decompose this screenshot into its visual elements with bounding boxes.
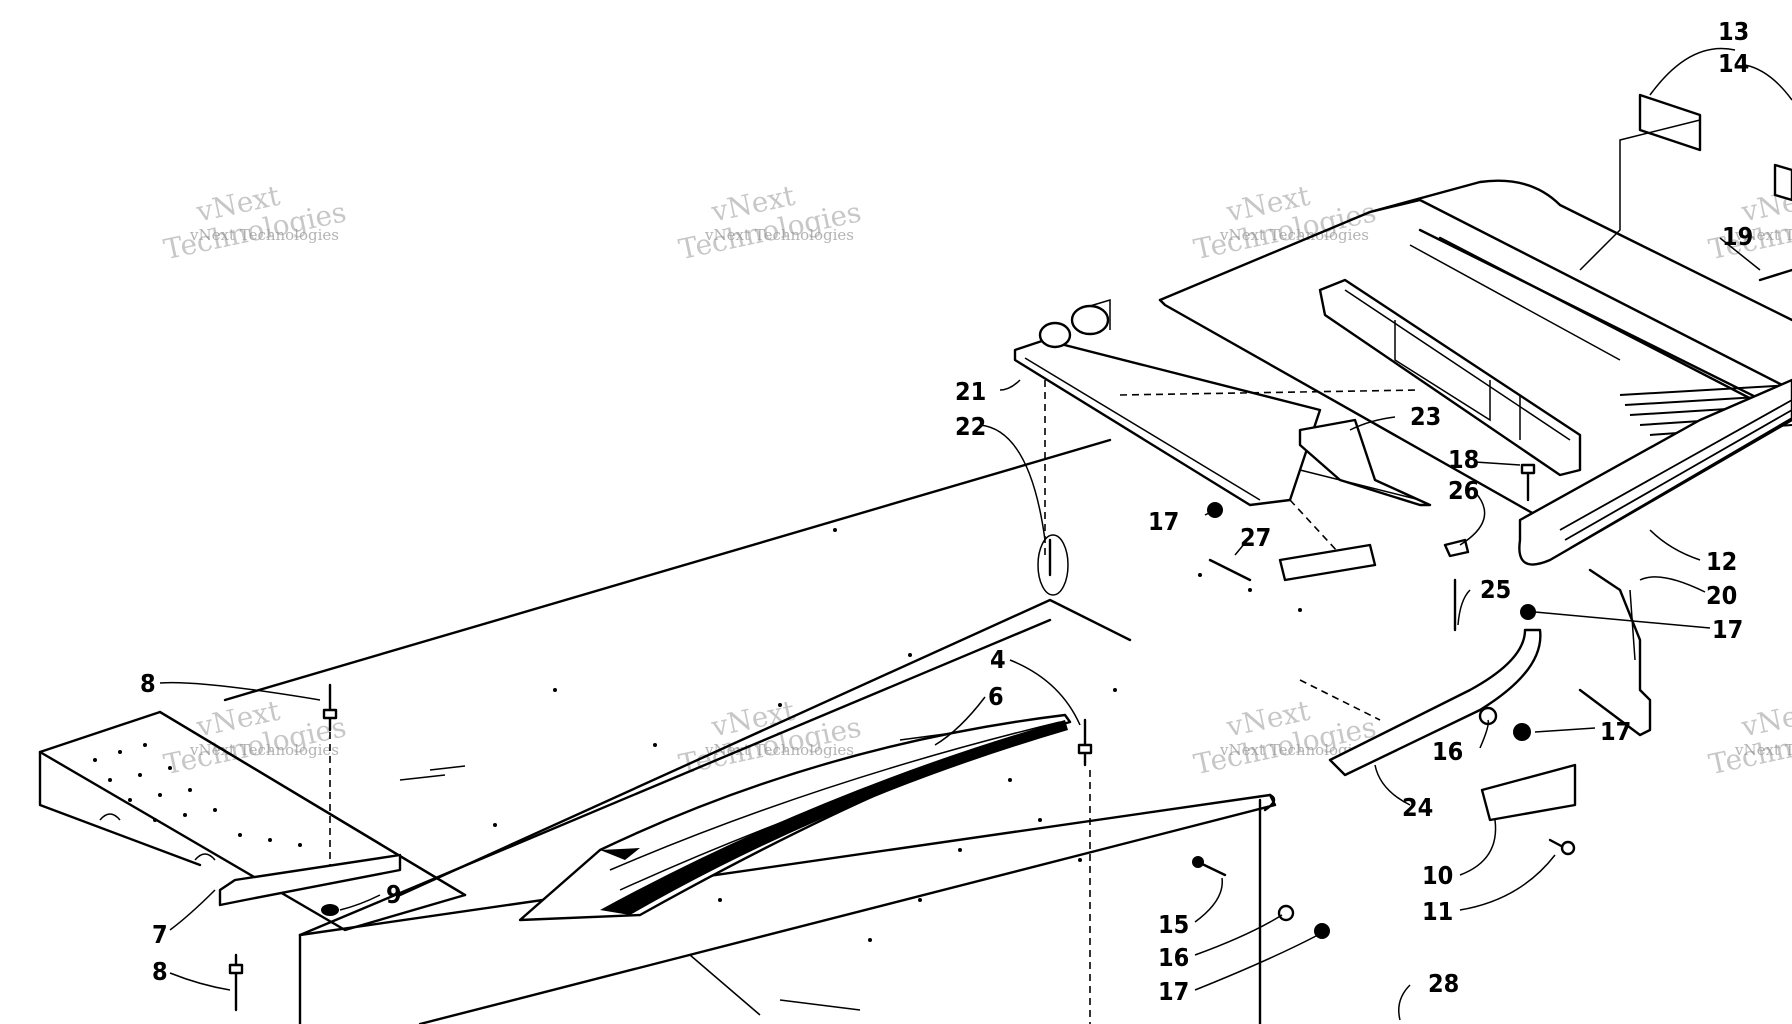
callout-21: 21 [955,377,986,406]
callout-18: 18 [1448,445,1479,474]
bumper-assembly [1158,179,1792,737]
callout-20: 20 [1706,581,1737,610]
callout-16a: 16 [1432,737,1463,766]
callout-17b: 17 [1712,615,1743,644]
callout-14: 14 [1718,49,1749,78]
leader-lines [159,47,1792,1021]
callout-19: 19 [1722,222,1753,251]
svg-text:vNext Technologies: vNext Technologies [189,226,339,244]
watermark: vNext Technologies vNext Technologies [1191,179,1379,267]
callout-10: 10 [1422,861,1453,890]
watermark: vNext Technologies vNext Technologies [1191,694,1379,782]
callout-26: 26 [1448,476,1479,505]
callout-7: 7 [152,920,168,949]
svg-text:vNext Technologies: vNext Technologies [704,226,854,244]
watermark: vNext Technologies vNext Technologies [1706,694,1792,782]
callout-24: 24 [1402,793,1433,822]
svg-text:vNext Technologies: vNext Technologies [1734,226,1792,244]
callout-12: 12 [1706,547,1737,576]
callout-27: 27 [1240,523,1271,552]
callout-15: 15 [1158,910,1189,939]
watermark: vNext Technologies vNext Technologies [161,179,349,267]
callout-28: 28 [1428,969,1459,998]
callout-16b: 16 [1158,943,1189,972]
tunnel-panel [38,438,1302,1024]
svg-text:vNext Technologies: vNext Technologies [704,741,854,759]
callout-8b: 8 [152,957,168,986]
callout-17c: 17 [1600,717,1631,746]
callout-11: 11 [1422,897,1453,926]
svg-text:vNext Technologies: vNext Technologies [1219,741,1369,759]
callout-9: 9 [386,880,402,909]
watermark: vNext Technologies vNext Technologies [676,179,864,267]
callout-25: 25 [1480,575,1511,604]
callout-labels: 4 6 7 8 8 9 10 11 12 13 14 15 16 16 17 1… [140,17,1753,1006]
callout-17d: 17 [1158,977,1189,1006]
hitch-plate [1013,298,1432,507]
callout-23: 23 [1410,402,1441,431]
assembly-lines [329,380,1421,1024]
callout-22: 22 [955,412,986,441]
callout-17a: 17 [1148,507,1179,536]
svg-text:vNext Technologies: vNext Technologies [1734,741,1792,759]
callout-8a: 8 [140,669,156,698]
svg-text:vNext Technologies: vNext Technologies [1219,226,1369,244]
decal-stripe [518,713,1072,922]
callout-6: 6 [988,682,1004,711]
callout-4: 4 [990,645,1006,674]
callout-13: 13 [1718,17,1749,46]
svg-text:vNext Technologies: vNext Technologies [189,741,339,759]
